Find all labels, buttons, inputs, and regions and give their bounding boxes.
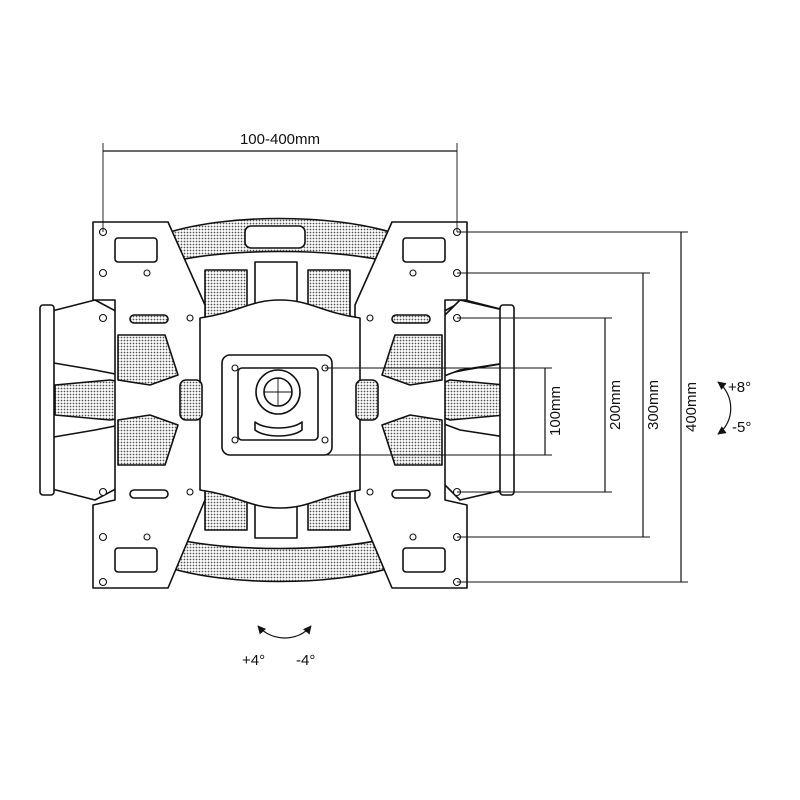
height-dimensions: 100mm 200mm 300mm 400mm bbox=[325, 231, 700, 583]
height-200-label: 200mm bbox=[607, 380, 624, 430]
height-300-label: 300mm bbox=[645, 380, 662, 430]
tilt-indicator: +8° -5° bbox=[717, 379, 751, 436]
swivel-right-label: -4° bbox=[296, 652, 315, 669]
right-mounting-plate bbox=[354, 221, 468, 589]
height-100-label: 100mm bbox=[547, 386, 564, 436]
tilt-down-label: -5° bbox=[732, 419, 751, 436]
center-plate bbox=[179, 299, 379, 509]
width-dimension: 100-400mm bbox=[102, 131, 458, 232]
swivel-indicator: +4° -4° bbox=[242, 625, 315, 669]
width-dimension-label: 100-400mm bbox=[240, 131, 320, 148]
left-mounting-plate bbox=[92, 221, 206, 589]
swivel-left-label: +4° bbox=[242, 652, 265, 669]
tilt-up-label: +8° bbox=[728, 379, 751, 396]
height-400-label: 400mm bbox=[683, 382, 700, 432]
